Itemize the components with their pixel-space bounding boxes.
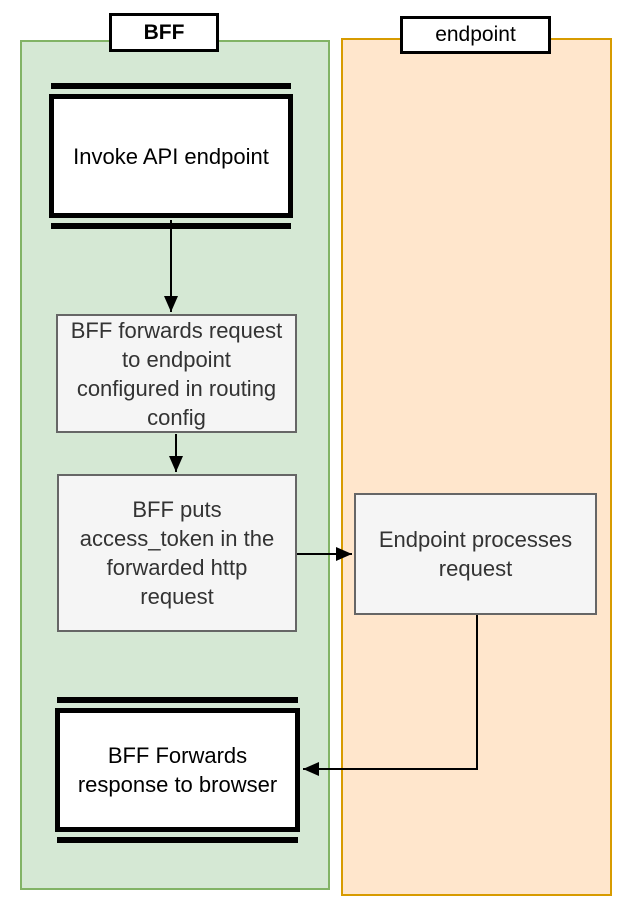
terminal-bottom-bar — [57, 837, 298, 843]
terminal-box: Invoke API endpoint — [49, 94, 293, 218]
lane-title-bff: BFF — [109, 13, 219, 52]
node-bff-forwards-response: BFF Forwards response to browser — [55, 697, 300, 843]
lane-title-endpoint-label: endpoint — [435, 23, 516, 46]
node-invoke-api-endpoint: Invoke API endpoint — [49, 83, 293, 229]
node-invoke-api-endpoint-label: Invoke API endpoint — [73, 143, 269, 169]
lane-title-bff-label: BFF — [143, 20, 185, 44]
terminal-box: BFF Forwards response to browser — [55, 708, 300, 832]
node-bff-puts-access-token: BFF puts access_token in the forwarded h… — [57, 474, 297, 632]
terminal-top-bar — [51, 83, 291, 89]
lane-endpoint — [341, 38, 612, 896]
terminal-top-bar — [57, 697, 298, 703]
lane-title-endpoint: endpoint — [400, 16, 551, 54]
node-endpoint-processes-request-label: Endpoint processes request — [378, 527, 573, 581]
node-endpoint-processes-request: Endpoint processes request — [354, 493, 597, 615]
node-bff-forwards-request-label: BFF forwards request to endpoint configu… — [70, 317, 283, 430]
node-bff-forwards-request: BFF forwards request to endpoint configu… — [56, 314, 297, 433]
node-bff-forwards-response-label: BFF Forwards response to browser — [77, 743, 278, 797]
terminal-bottom-bar — [51, 223, 291, 229]
node-bff-puts-access-token-label: BFF puts access_token in the forwarded h… — [79, 497, 275, 609]
